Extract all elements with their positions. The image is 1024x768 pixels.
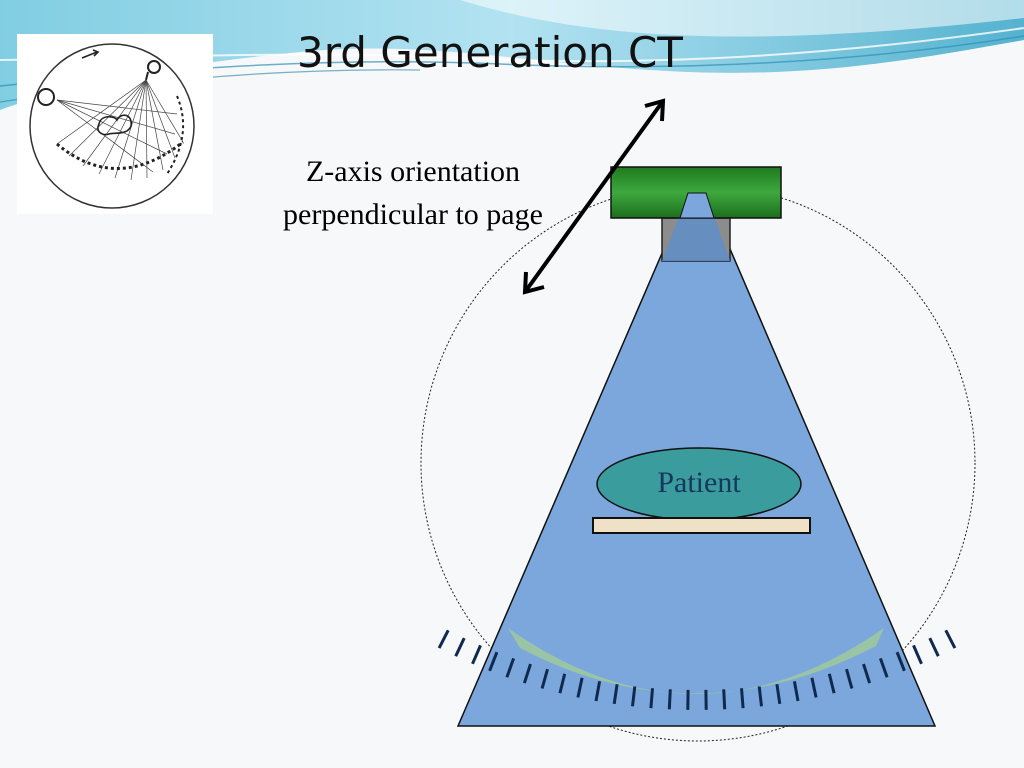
- detector-element: [928, 637, 940, 657]
- detector-element: [594, 681, 602, 702]
- slide-title: 3rd Generation CT: [297, 28, 683, 77]
- detector-element: [488, 651, 499, 672]
- detector-element: [540, 668, 549, 689]
- detector-element: [944, 629, 957, 649]
- detector-element: [878, 657, 889, 678]
- detector-element: [740, 688, 745, 709]
- detector-element: [895, 651, 906, 672]
- detector-element: [862, 663, 872, 684]
- detector-element: [454, 637, 466, 657]
- thumbnail-panel: [17, 34, 213, 214]
- double-headed-arrow-icon: [522, 98, 666, 295]
- detector-element: [522, 663, 532, 684]
- detector-element: [810, 677, 818, 698]
- detector-arc-band: [508, 628, 884, 694]
- detector-element: [667, 689, 672, 710]
- z-axis-note: Z-axis orientation perpendicular to page: [248, 150, 578, 236]
- gantry-circle: [420, 184, 976, 742]
- detector-elements: [437, 629, 957, 710]
- detector-element: [558, 673, 567, 694]
- detector-element: [792, 681, 800, 702]
- detector-element: [505, 657, 516, 678]
- detector-element: [775, 683, 782, 705]
- detector-element: [827, 673, 836, 694]
- z-axis-note-line1: Z-axis orientation: [305, 155, 521, 188]
- detector-element: [757, 686, 763, 707]
- detector-element: [576, 677, 584, 698]
- detector-element: [612, 683, 619, 705]
- patient-table: [592, 517, 811, 534]
- detector-element: [471, 644, 482, 665]
- detector-element: [631, 686, 637, 707]
- detector-element: [649, 688, 654, 709]
- detector-element: [722, 689, 727, 710]
- detector-element: [912, 644, 923, 665]
- detector-element: [437, 629, 450, 649]
- patient-label: Patient: [657, 466, 741, 499]
- ct-scanner-sketch-icon: [29, 43, 195, 209]
- z-axis-note-line2: perpendicular to page: [283, 198, 543, 231]
- detector-element: [845, 668, 854, 689]
